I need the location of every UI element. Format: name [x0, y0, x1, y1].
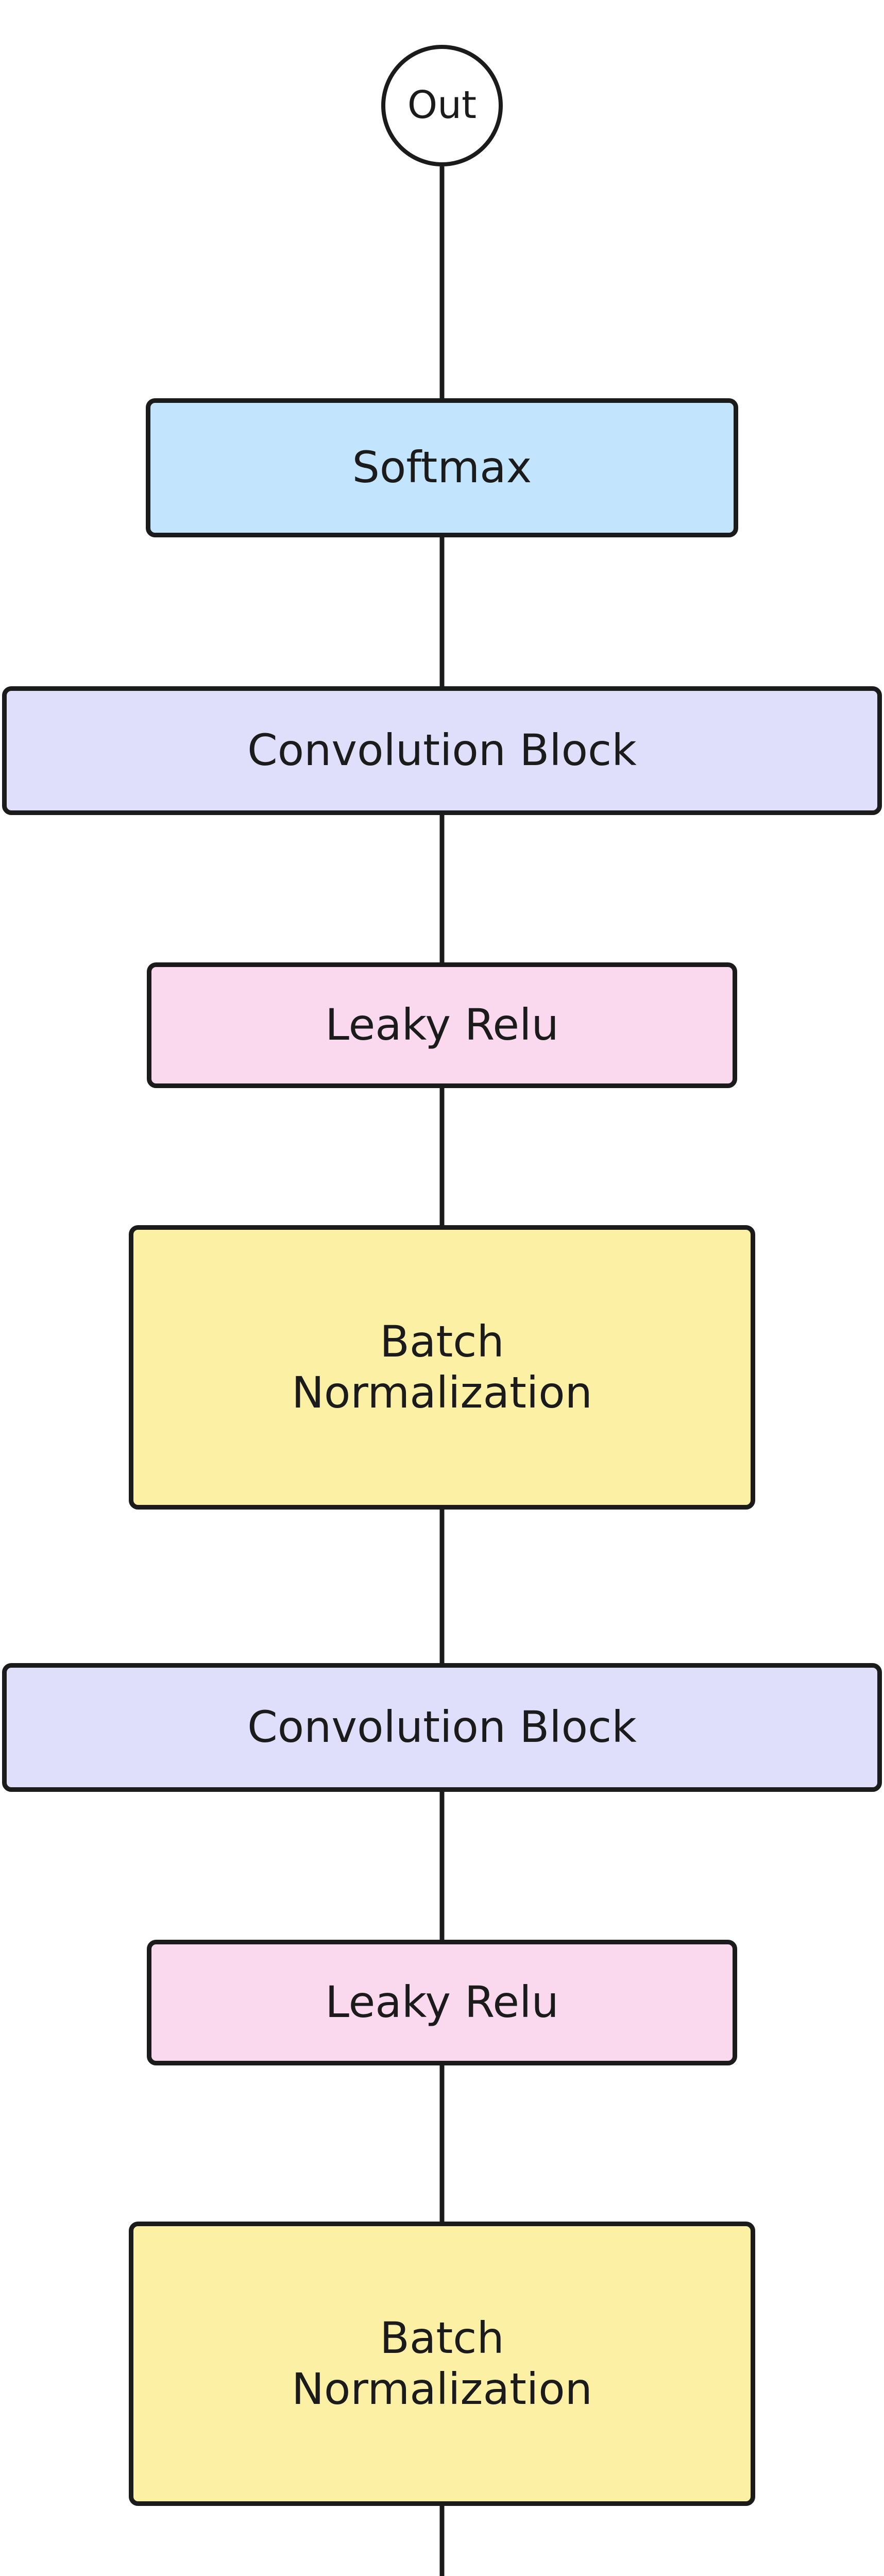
node-batch-normalization-1[interactable]: Batch Normalization [129, 2222, 755, 2506]
node-out-label: Out [407, 83, 477, 128]
node-batch-normalization-2[interactable]: Batch Normalization [129, 1225, 755, 1510]
node-out[interactable]: Out [381, 45, 503, 166]
node-leaky-relu-2-label: Leaky Relu [325, 999, 559, 1050]
node-convolution-block-3-label: Convolution Block [247, 725, 637, 776]
node-softmax-label: Softmax [352, 442, 532, 493]
node-batch-normalization-2-label: Batch Normalization [292, 1316, 592, 1418]
node-convolution-block-2-label: Convolution Block [247, 1702, 637, 1753]
node-convolution-block-3[interactable]: Convolution Block [2, 686, 882, 815]
node-convolution-block-2[interactable]: Convolution Block [2, 1663, 882, 1792]
node-leaky-relu-1-label: Leaky Relu [325, 1977, 559, 2028]
node-softmax[interactable]: Softmax [146, 398, 738, 537]
node-leaky-relu-1[interactable]: Leaky Relu [147, 1940, 737, 2065]
node-leaky-relu-2[interactable]: Leaky Relu [147, 962, 737, 1088]
node-batch-normalization-1-label: Batch Normalization [292, 2312, 592, 2414]
